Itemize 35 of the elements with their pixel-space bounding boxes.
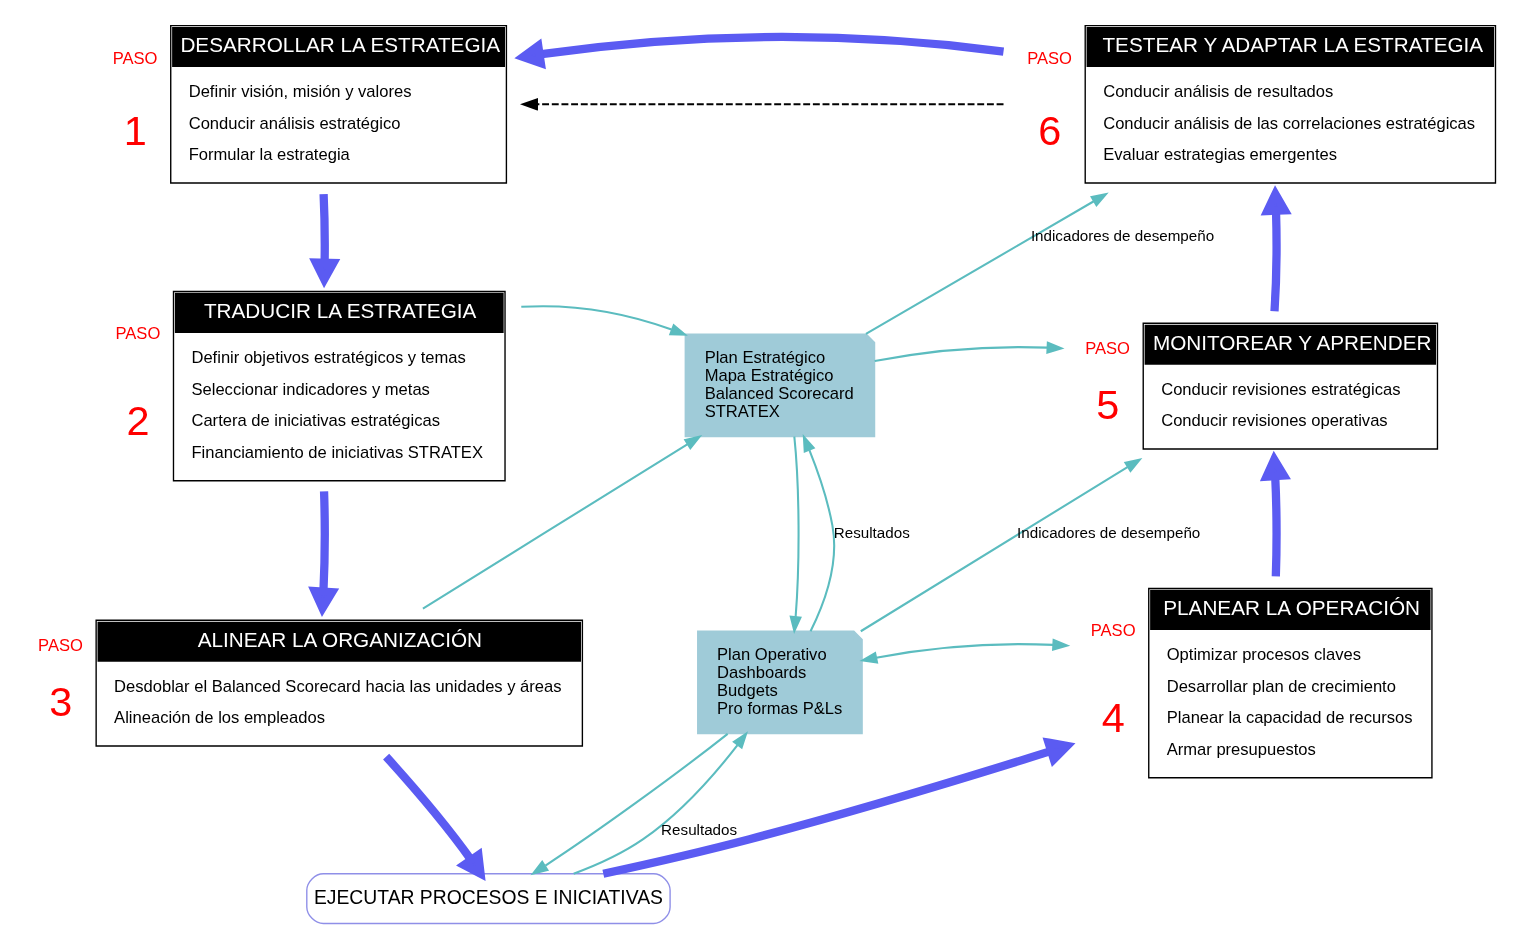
arrow bbox=[1260, 184, 1292, 311]
arrow bbox=[802, 433, 836, 632]
node-label: 4 bbox=[1101, 693, 1125, 741]
edge-label: Resultados bbox=[661, 820, 738, 838]
node-box: EJECUTAR PROCESOS E INICIATIVAS bbox=[306, 872, 671, 924]
arrow bbox=[514, 32, 1004, 69]
arrow bbox=[422, 434, 703, 609]
node-label: 1 bbox=[123, 106, 147, 154]
edge-label: Indicadores de desempeño bbox=[1017, 523, 1201, 541]
arrow bbox=[309, 193, 341, 288]
edge-label: Indicadores de desempeño bbox=[1030, 226, 1215, 244]
arrow bbox=[874, 340, 1065, 362]
arrow bbox=[860, 457, 1143, 632]
node-label: 2 bbox=[126, 396, 150, 444]
arrow bbox=[520, 97, 1004, 111]
arrow bbox=[521, 304, 688, 336]
node-label: 6 bbox=[1038, 106, 1062, 154]
arrow bbox=[530, 732, 729, 875]
node-label: 3 bbox=[49, 677, 73, 725]
arrow bbox=[383, 753, 486, 881]
node-label: PASO bbox=[112, 48, 158, 68]
node-label: PASO bbox=[1085, 338, 1130, 358]
node-label: PASO bbox=[1090, 620, 1136, 640]
node-label: PASO bbox=[115, 323, 161, 343]
node-label: 5 bbox=[1096, 380, 1120, 428]
arrow bbox=[602, 736, 1076, 878]
arrow bbox=[573, 730, 748, 875]
arrow bbox=[859, 638, 1071, 664]
node-label: PASO bbox=[38, 635, 83, 655]
node-label: PASO bbox=[1027, 48, 1072, 68]
arrow bbox=[308, 490, 340, 617]
edge-label: Resultados bbox=[833, 523, 910, 541]
arrow bbox=[789, 436, 802, 634]
arrow bbox=[865, 192, 1109, 335]
arrow bbox=[1259, 450, 1291, 576]
